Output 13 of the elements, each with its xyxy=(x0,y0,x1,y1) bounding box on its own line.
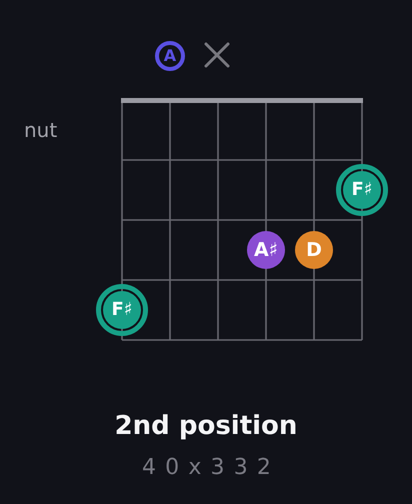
root-note-dot xyxy=(336,164,388,216)
position-title: 2nd position xyxy=(114,412,298,442)
open-string-marker xyxy=(155,41,185,71)
note-dot xyxy=(247,231,285,269)
fingering-caption: 4 0 x 3 3 2 xyxy=(142,455,272,480)
note-name: D xyxy=(306,240,322,260)
note-name: A♯ xyxy=(254,240,278,260)
nut-label: nut xyxy=(24,119,58,142)
note-name: F♯ xyxy=(111,301,132,319)
note-name: F♯ xyxy=(351,181,372,199)
root-note-dot xyxy=(96,284,148,336)
note-dot xyxy=(295,231,333,269)
note-name: A xyxy=(164,48,176,64)
